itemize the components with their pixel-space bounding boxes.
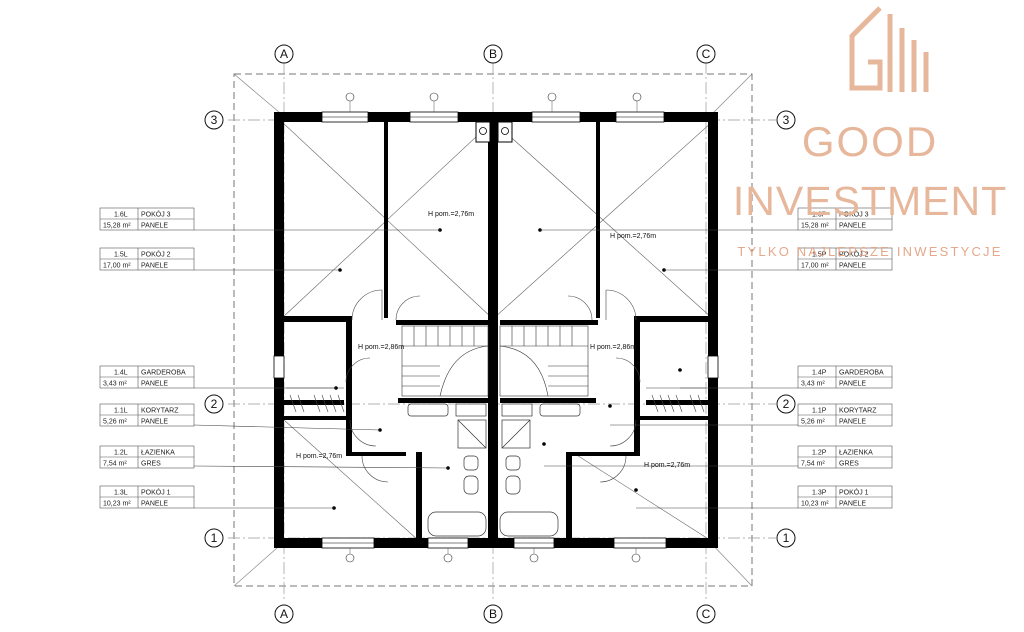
- brand-tagline: TYLKO NAJLEPSZE INWESTYCJE: [737, 244, 1003, 259]
- axis-label-column: C: [702, 47, 711, 61]
- room-area: 3,43 m²: [103, 381, 127, 388]
- room-area: 15,28 m²: [801, 223, 829, 230]
- brand-name-line2: INVESTMENT: [732, 178, 1008, 224]
- room-floor: PANELE: [141, 419, 168, 426]
- room-floor: GRES: [839, 461, 859, 468]
- axis-label-row: 2: [783, 397, 790, 411]
- room-height-label: H pom.=2,76m: [428, 211, 474, 218]
- room-table-1.2L: 1.2L ŁAZIENKA 7,54 m² GRES: [99, 445, 195, 469]
- room-area: 17,00 m²: [103, 263, 131, 270]
- room-floor: PANELE: [839, 223, 866, 230]
- room-area: 5,26 m²: [801, 419, 825, 426]
- window-tags: [345, 92, 642, 563]
- brand-name-line1: GOOD: [801, 118, 939, 165]
- room-id: 1.5P: [812, 252, 827, 259]
- room-table-1.5P: 1.5P POKÓJ 2 17,00 m² PANELE: [797, 247, 893, 271]
- left-room-tables: 1.6L POKÓJ 3 15,28 m² PANELE 1.5L POKÓJ 2 17,0…: [99, 207, 195, 509]
- room-floor: GRES: [141, 461, 161, 468]
- room-name: POKÓJ 2: [141, 250, 171, 259]
- room-name: POKÓJ 3: [839, 210, 869, 219]
- room-floor: PANELE: [839, 381, 866, 388]
- window-sashes: [322, 116, 666, 544]
- room-id: 1.3L: [114, 490, 128, 497]
- axis-label-column: B: [489, 47, 497, 61]
- brand-watermark: GOOD INVESTMENT TYLKO NAJLEPSZE INWESTYC…: [720, 0, 1020, 270]
- right-label-leaders: [540, 229, 798, 509]
- room-floor: PANELE: [141, 263, 168, 270]
- roof-hip-line: [707, 73, 753, 119]
- room-id: 1.5L: [114, 252, 128, 259]
- axis-label-column: A: [280, 47, 288, 61]
- room-table-1.6L: 1.6L POKÓJ 3 15,28 m² PANELE: [99, 207, 195, 231]
- room-id: 1.2P: [812, 450, 827, 457]
- axis-label-column: C: [702, 607, 711, 621]
- room-name: KORYTARZ: [141, 408, 179, 415]
- room-id: 1.4L: [114, 370, 128, 377]
- room-table-1.2P: 1.2P ŁAZIENKA 7,54 m² GRES: [797, 445, 893, 469]
- room-table-1.6P: 1.6P POKÓJ 3 15,28 m² PANELE: [797, 207, 893, 231]
- axis-label-row: 2: [211, 397, 218, 411]
- room-floor: PANELE: [141, 223, 168, 230]
- room-area: 10,23 m²: [103, 501, 131, 508]
- bathroom-fixtures: [407, 403, 581, 537]
- room-table-1.5L: 1.5L POKÓJ 2 17,00 m² PANELE: [99, 247, 195, 271]
- room-id: 1.1L: [114, 408, 128, 415]
- axis-label-column: A: [280, 607, 288, 621]
- room-table-1.1P: 1.1P KORYTARZ 5,26 m² PANELE: [797, 403, 893, 427]
- stair-height-label: H pom.=2,86m: [590, 344, 636, 351]
- roof-hip-line: [233, 73, 287, 119]
- room-id: 1.6L: [114, 212, 128, 219]
- room-table-1.3L: 1.3L POKÓJ 1 10,23 m² PANELE: [99, 485, 195, 509]
- room-height-label: H pom.=2,76m: [644, 462, 690, 469]
- room-name: POKÓJ 1: [141, 488, 171, 497]
- room-area: 10,23 m²: [801, 501, 829, 508]
- room-name: POKÓJ 3: [141, 210, 171, 219]
- room-table-1.4L: 1.4L GARDEROBA 3,43 m² PANELE: [99, 365, 195, 389]
- brand-logo-icon: [849, 6, 929, 92]
- room-area: 7,54 m²: [801, 461, 825, 468]
- room-height-label: H pom.=2,76m: [610, 233, 656, 240]
- room-table-1.3P: 1.3P POKÓJ 1 10,23 m² PANELE: [797, 485, 893, 509]
- room-area: 5,26 m²: [103, 419, 127, 426]
- doors: [345, 289, 641, 483]
- room-area: 15,28 m²: [103, 223, 131, 230]
- room-name: GARDEROBA: [141, 370, 186, 377]
- axis-label-row: 1: [211, 531, 218, 545]
- axis-label-column: B: [489, 607, 497, 621]
- room-id: 1.2L: [114, 450, 128, 457]
- room-area: 7,54 m²: [103, 461, 127, 468]
- window-tag-leaders: [349, 101, 638, 554]
- room-area: 3,43 m²: [801, 381, 825, 388]
- room-floor: PANELE: [839, 501, 866, 508]
- room-name: ŁAZIENKA: [141, 450, 175, 457]
- room-height-label: H pom.=2,76m: [296, 453, 342, 460]
- right-room-tables: 1.6P POKÓJ 3 15,28 m² PANELE 1.5P POKÓJ 2 17,0…: [797, 207, 893, 509]
- walls: [274, 112, 718, 548]
- left-label-leaders: [193, 229, 449, 509]
- stair-height-label: H pom.=2,86m: [358, 344, 404, 351]
- room-table-1.1L: 1.1L KORYTARZ 5,26 m² PANELE: [99, 403, 195, 427]
- axis-bubbles: [204, 44, 796, 624]
- room-id: 1.4P: [812, 370, 827, 377]
- room-floor: PANELE: [839, 263, 866, 270]
- room-name: KORYTARZ: [839, 408, 877, 415]
- room-id: 1.6P: [812, 212, 827, 219]
- room-name: ŁAZIENKA: [839, 450, 873, 457]
- axis-label-row: 3: [211, 113, 218, 127]
- axis-label-row: 3: [783, 113, 790, 127]
- staircases: [401, 325, 589, 397]
- room-name: POKÓJ 1: [839, 488, 869, 497]
- room-id: 1.1P: [812, 408, 827, 415]
- room-id: 1.3P: [812, 490, 827, 497]
- room-name: POKÓJ 2: [839, 250, 869, 259]
- room-floor: PANELE: [141, 501, 168, 508]
- room-floor: PANELE: [839, 419, 866, 426]
- room-table-1.4P: 1.4P GARDEROBA 3,43 m² PANELE: [797, 365, 893, 389]
- room-name: GARDEROBA: [839, 370, 884, 377]
- ventilation-ducts: [475, 121, 513, 143]
- room-area: 17,00 m²: [801, 263, 829, 270]
- axis-label-row: 1: [783, 531, 790, 545]
- room-floor: PANELE: [141, 381, 168, 388]
